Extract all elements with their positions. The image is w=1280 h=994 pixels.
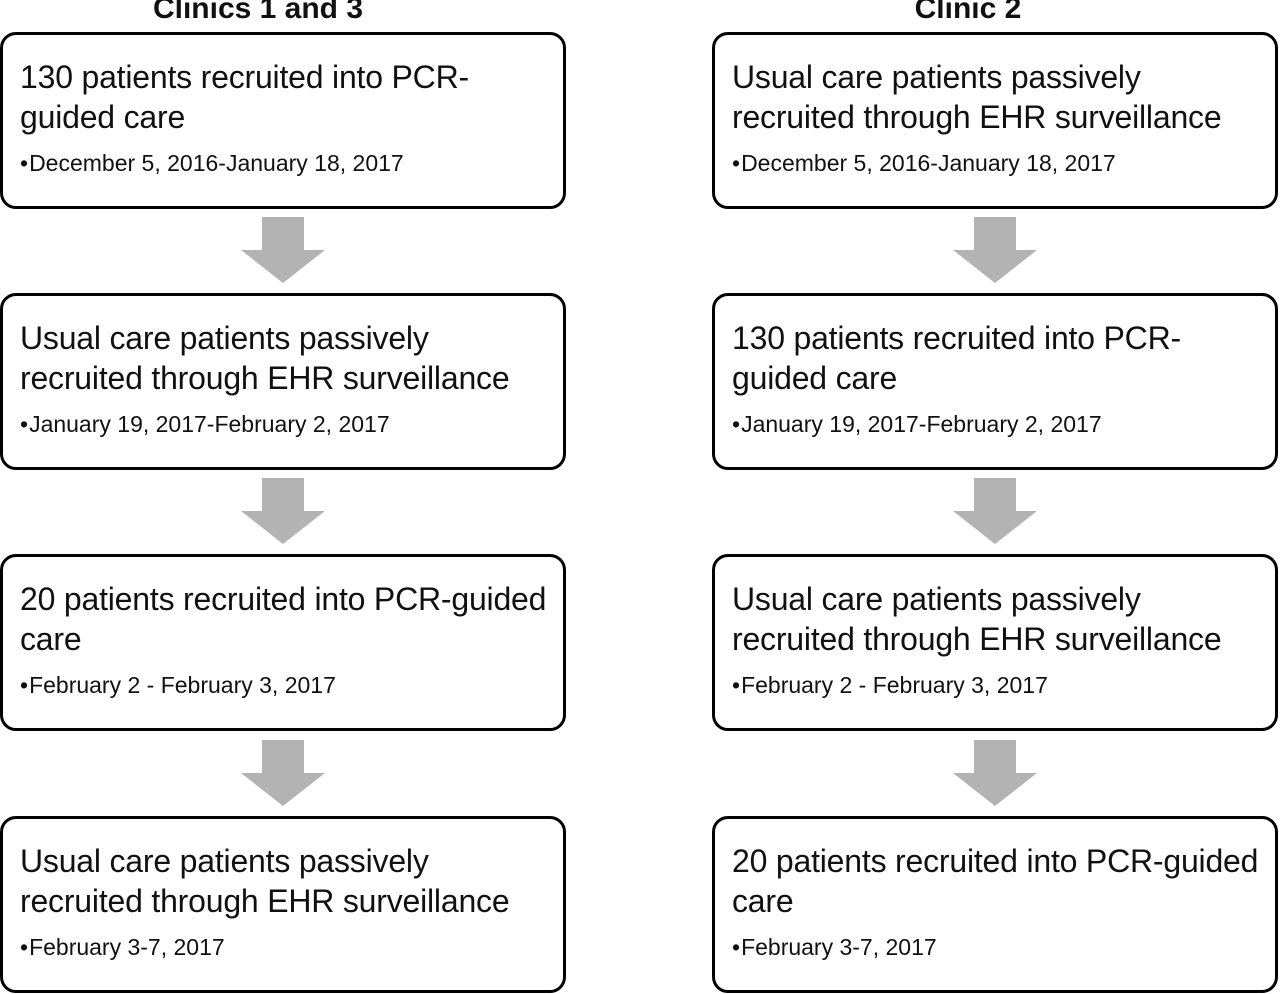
step-date-text: January 19, 2017-February 2, 2017 (29, 411, 390, 437)
step-date-text: December 5, 2016-January 18, 2017 (29, 150, 404, 176)
bullet: • (20, 934, 29, 960)
bullet: • (732, 411, 741, 437)
step-text: 20 patients recruited into PCR-guided ca… (732, 843, 1259, 919)
down-arrow-icon (953, 740, 1037, 806)
step-text: 130 patients recruited into PCR-guided c… (732, 320, 1181, 396)
bullet: • (732, 150, 741, 176)
bullet: • (20, 411, 29, 437)
down-arrow-icon (953, 217, 1037, 283)
step-date: •January 19, 2017-February 2, 2017 (20, 410, 549, 438)
step-date-text: January 19, 2017-February 2, 2017 (741, 411, 1102, 437)
down-arrow-icon (241, 740, 325, 806)
step-box: 130 patients recruited into PCR-guided c… (712, 293, 1278, 470)
step-date-text: February 2 - February 3, 2017 (741, 672, 1048, 698)
column-title: Clinic 2 (914, 0, 1022, 25)
step-box: Usual care patients passively recruited … (712, 554, 1278, 731)
step-date: •February 2 - February 3, 2017 (732, 671, 1261, 699)
step-text: Usual care patients passively recruited … (20, 320, 510, 396)
step-text: 20 patients recruited into PCR-guided ca… (20, 581, 547, 657)
step-date: •February 3-7, 2017 (20, 933, 549, 961)
down-arrow-icon (241, 217, 325, 283)
step-date-text: February 3-7, 2017 (29, 934, 225, 960)
step-date: •February 2 - February 3, 2017 (20, 671, 549, 699)
step-date: •January 19, 2017-February 2, 2017 (732, 410, 1261, 438)
step-box: 20 patients recruited into PCR-guided ca… (712, 816, 1278, 993)
step-box: Usual care patients passively recruited … (0, 816, 566, 993)
step-box: 20 patients recruited into PCR-guided ca… (0, 554, 566, 731)
step-date-text: February 2 - February 3, 2017 (29, 672, 336, 698)
step-text: Usual care patients passively recruited … (732, 581, 1222, 657)
down-arrow-icon (953, 478, 1037, 544)
step-box: Usual care patients passively recruited … (0, 293, 566, 470)
bullet: • (20, 672, 29, 698)
bullet: • (732, 934, 741, 960)
bullet: • (732, 672, 741, 698)
step-text: 130 patients recruited into PCR-guided c… (20, 59, 469, 135)
step-date-text: February 3-7, 2017 (741, 934, 937, 960)
column-clinic-2: Clinic 2 Usual care patients passively r… (712, 0, 1278, 994)
step-date: •February 3-7, 2017 (732, 933, 1261, 961)
column-clinics-1-and-3: Clinics 1 and 3 130 patients recruited i… (0, 0, 566, 994)
step-date: •December 5, 2016-January 18, 2017 (20, 149, 549, 177)
step-text: Usual care patients passively recruited … (20, 843, 510, 919)
step-date-text: December 5, 2016-January 18, 2017 (741, 150, 1116, 176)
column-title: Clinics 1 and 3 (152, 0, 364, 25)
step-text: Usual care patients passively recruited … (732, 59, 1222, 135)
bullet: • (20, 150, 29, 176)
step-box: Usual care patients passively recruited … (712, 32, 1278, 209)
down-arrow-icon (241, 478, 325, 544)
step-box: 130 patients recruited into PCR-guided c… (0, 32, 566, 209)
step-date: •December 5, 2016-January 18, 2017 (732, 149, 1261, 177)
